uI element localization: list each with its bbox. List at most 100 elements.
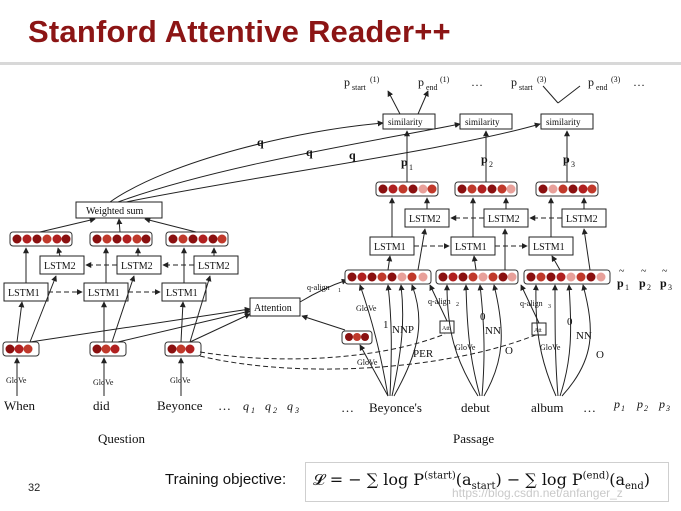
- question-section-label: Question: [98, 431, 145, 446]
- svg-text:3: 3: [294, 406, 299, 415]
- q-lstm2-2: LSTM2: [116, 255, 162, 275]
- q-lstm1-1: LSTM1: [3, 282, 49, 302]
- svg-text:1: 1: [409, 163, 413, 172]
- q-lstm1-3: LSTM1: [161, 282, 207, 302]
- p3-feat-pos: NN: [576, 330, 592, 342]
- svg-text:end: end: [426, 83, 438, 92]
- q-label-1: q: [243, 399, 249, 413]
- passage-ellipsis-left: …: [341, 400, 354, 415]
- svg-text:2: 2: [644, 404, 648, 413]
- loss-formula: 𝓛 = − ∑ log P(start)(astart) − ∑ log P(e…: [313, 470, 651, 493]
- svg-text:1: 1: [625, 283, 629, 292]
- passage-section-label: Passage: [453, 431, 494, 446]
- p-lstm2-2: LSTM2: [483, 208, 529, 228]
- similarity-box-1: similarity: [382, 113, 436, 130]
- q-embed-vector-3: [164, 341, 202, 357]
- attention-box: Attention: [249, 297, 301, 317]
- q-lstm1-2: LSTM1: [83, 282, 129, 302]
- svg-text:end: end: [596, 83, 608, 92]
- att-box-2: Att: [439, 320, 455, 334]
- svg-text:LSTM2: LSTM2: [566, 214, 598, 225]
- svg-text:2: 2: [489, 160, 493, 169]
- svg-text:p: p: [636, 397, 643, 411]
- p-lstm1-1: LSTM1: [369, 236, 415, 256]
- svg-text:start: start: [352, 83, 367, 92]
- svg-text:LSTM2: LSTM2: [198, 261, 230, 272]
- passage-p-labels: p 1 p 2 p 3: [613, 397, 670, 413]
- svg-text:p: p: [344, 75, 350, 89]
- question-token-beyonce: Beyonce: [157, 398, 203, 413]
- svg-text:…: …: [633, 75, 645, 89]
- svg-text:(1): (1): [440, 75, 450, 84]
- glove-label-p3: GloVe: [540, 343, 561, 352]
- svg-text:2: 2: [456, 302, 459, 308]
- p2-feat-ner: O: [505, 345, 513, 357]
- glove-label-p2: GloVe: [455, 343, 476, 352]
- att-box-3: Att: [531, 322, 547, 336]
- training-objective-label: Training objective:: [165, 471, 287, 488]
- svg-text:p: p: [658, 397, 665, 411]
- passage-token-debut: debut: [461, 400, 490, 415]
- svg-text:p: p: [588, 75, 594, 89]
- q-embed-vector-1: [2, 341, 40, 357]
- svg-text:…: …: [471, 75, 483, 89]
- p-hidden-vector-1: [375, 181, 439, 197]
- svg-text:LSTM2: LSTM2: [409, 214, 441, 225]
- svg-text:3: 3: [571, 160, 575, 169]
- q-hidden-vector-2: [89, 231, 153, 247]
- svg-text:p: p: [617, 276, 624, 290]
- slide-number: 32: [28, 482, 41, 494]
- question-token-did: did: [93, 398, 110, 413]
- svg-text:LSTM1: LSTM1: [455, 242, 487, 253]
- p3-feat-ner: O: [596, 349, 604, 361]
- q-curve-label-2: q: [306, 145, 313, 159]
- q-hidden-vector-3: [165, 231, 229, 247]
- svg-text:Attention: Attention: [254, 303, 292, 314]
- svg-text:p: p: [660, 276, 667, 290]
- q-align2-label: q-align: [428, 297, 451, 306]
- q-curve-label-1: q: [257, 135, 264, 149]
- q-lstm2-3: LSTM2: [193, 255, 239, 275]
- question-token-when: When: [4, 398, 36, 413]
- q-align1-label: q-align: [307, 283, 330, 292]
- p-hidden-vector-2: [454, 181, 518, 197]
- q-embed-vector-2: [89, 341, 127, 357]
- p2-label: p: [481, 152, 488, 166]
- title-divider: [0, 62, 681, 65]
- svg-text:LSTM2: LSTM2: [488, 214, 520, 225]
- p3-feat-em: 0: [567, 316, 573, 328]
- svg-text:p: p: [511, 75, 517, 89]
- svg-text:start: start: [519, 83, 534, 92]
- similarity-box-2: similarity: [459, 113, 513, 130]
- p-embed-vector-1: [341, 330, 373, 345]
- p-lstm2-3: LSTM2: [561, 208, 607, 228]
- svg-text:(3): (3): [611, 75, 621, 84]
- q-lstm2-1: LSTM2: [39, 255, 85, 275]
- svg-text:~: ~: [619, 266, 625, 277]
- svg-text:~: ~: [662, 266, 668, 277]
- svg-text:~: ~: [641, 266, 647, 277]
- passage-token-beyonces: Beyonce's: [369, 400, 422, 415]
- svg-text:similarity: similarity: [388, 117, 423, 127]
- p1-feat-em: 1: [383, 319, 389, 331]
- watermark-url: https://blog.csdn.net/anfanger_z: [452, 486, 623, 500]
- svg-text:LSTM1: LSTM1: [374, 242, 406, 253]
- p1-feat-ner: PER: [413, 348, 434, 360]
- svg-text:Att: Att: [442, 326, 450, 332]
- svg-text:(3): (3): [537, 75, 547, 84]
- glove-label-q2: GloVe: [93, 378, 114, 387]
- p-input-vector-2: [435, 269, 519, 285]
- glove-label-q1: GloVe: [6, 376, 27, 385]
- svg-text:similarity: similarity: [465, 117, 500, 127]
- svg-text:3: 3: [665, 404, 670, 413]
- svg-text:2: 2: [647, 283, 651, 292]
- question-q-labels: q 1 q 2 q 3: [243, 399, 299, 415]
- glove-label-p1: GloVe: [357, 358, 378, 367]
- formula-box: [305, 462, 669, 502]
- svg-text:1: 1: [338, 288, 341, 294]
- p-input-vector-3: [523, 269, 611, 285]
- svg-text:p: p: [418, 75, 424, 89]
- glove-label-q3: GloVe: [170, 376, 191, 385]
- svg-text:LSTM1: LSTM1: [88, 288, 120, 299]
